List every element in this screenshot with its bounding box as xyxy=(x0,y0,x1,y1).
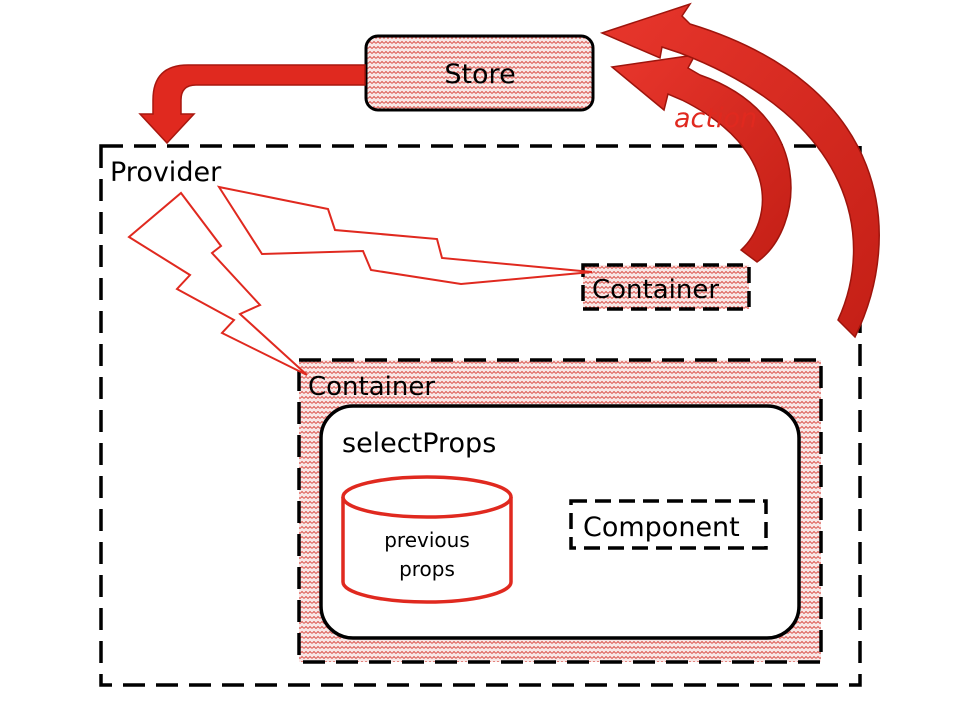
action-arrow-large-container xyxy=(599,2,880,339)
component-box xyxy=(569,499,768,550)
store-box xyxy=(364,34,595,112)
component-label: Component xyxy=(583,512,740,543)
lightning-to-large-container xyxy=(127,191,308,376)
previous-props-cylinder: previous props xyxy=(341,475,513,604)
previous-props-label-line2: props xyxy=(399,557,455,581)
store-to-provider-arrow xyxy=(138,64,366,145)
container-large-label: Container xyxy=(308,372,435,402)
container-small-box xyxy=(581,263,751,311)
action-arrow-small-container xyxy=(610,54,792,263)
provider-label: Provider xyxy=(110,157,222,188)
previous-props-label-line1: previous xyxy=(384,528,470,552)
store-label: Store xyxy=(444,59,515,90)
select-props-label: selectProps xyxy=(342,428,496,459)
action-label: action xyxy=(674,103,757,134)
lightning-to-small-container xyxy=(216,185,593,286)
container-small-label: Container xyxy=(592,275,719,305)
